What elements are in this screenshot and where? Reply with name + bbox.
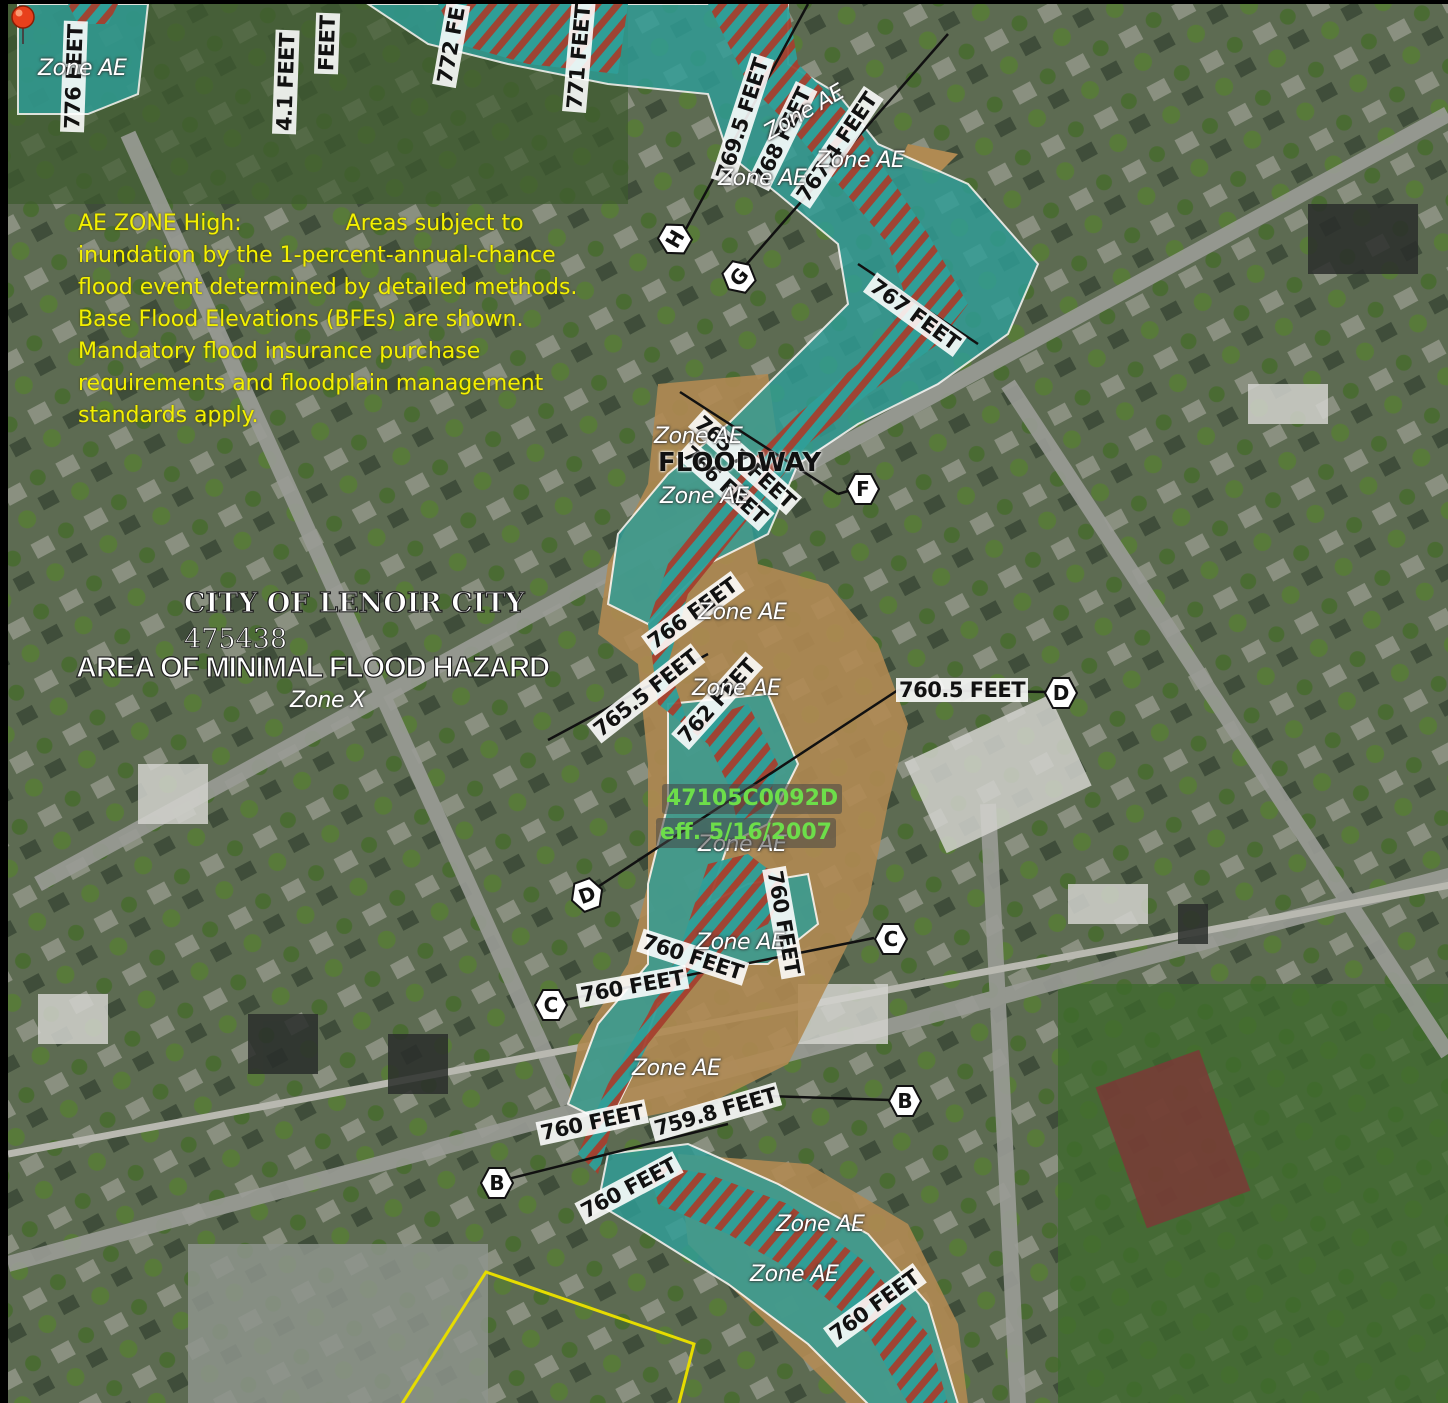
cross-section-marker[interactable]: H xyxy=(652,216,698,262)
zone-label: Zone AE xyxy=(654,424,743,449)
zone-label: Zone AE xyxy=(696,930,785,955)
cross-section-marker[interactable]: G xyxy=(715,253,763,301)
bfe-label: 760.5 FEET xyxy=(896,678,1029,702)
cross-section-marker[interactable]: B xyxy=(888,1084,922,1118)
community-name: CITY OF LENOIR CITY xyxy=(183,587,525,619)
cross-section-marker[interactable]: B xyxy=(480,1166,514,1200)
panel-effective-date: eff. 5/16/2007 xyxy=(656,818,836,848)
minimal-hazard-label: AREA OF MINIMAL FLOOD HAZARD xyxy=(75,651,550,684)
cross-section-marker[interactable]: D xyxy=(565,873,609,917)
zone-label: Zone AE xyxy=(632,1056,721,1081)
legend-title: AE ZONE High: xyxy=(78,211,242,236)
legend-text-1: Areas subject to xyxy=(345,211,524,236)
zone-label: Zone AE xyxy=(660,484,749,509)
legend-text-2: inundation by the 1-percent-annual-chanc… xyxy=(78,243,578,428)
zone-label: Zone AE xyxy=(816,148,905,173)
cross-section-marker[interactable]: C xyxy=(534,988,568,1022)
zone-label: Zone AE xyxy=(776,1212,865,1237)
zone-x-label: Zone X xyxy=(290,688,366,713)
cross-section-marker[interactable]: C xyxy=(874,922,908,956)
zone-label: Zone AE xyxy=(718,166,807,191)
panel-number: 47105C0092D xyxy=(662,784,843,814)
bfe-label: 4.1 FEET xyxy=(272,29,300,135)
zone-legend: AE ZONE High: Areas subject to inundation… xyxy=(78,208,593,432)
community-id: 475438 xyxy=(184,624,288,656)
zone-label: Zone AE xyxy=(750,1262,839,1287)
bfe-label: FEET xyxy=(314,12,341,75)
floodway-label: FLOODWAY xyxy=(658,448,822,478)
cross-section-marker[interactable]: F xyxy=(846,472,880,506)
zone-label: Zone AE xyxy=(698,600,787,625)
cross-section-marker[interactable]: D xyxy=(1044,676,1078,710)
zone-label: Zone AE xyxy=(38,56,127,81)
location-pin-icon[interactable] xyxy=(8,4,38,46)
zone-label: Zone AE xyxy=(692,676,781,701)
